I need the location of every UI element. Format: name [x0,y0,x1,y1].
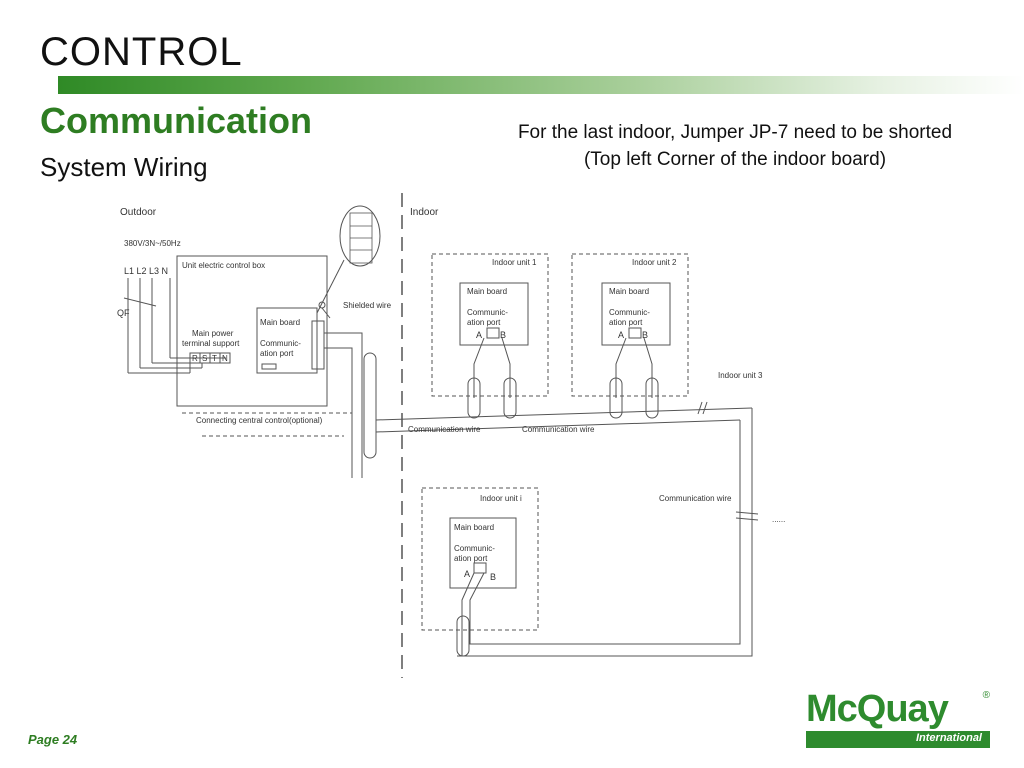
indoor-unit-i-outline [421,487,539,631]
indoor-unit-1-port [486,327,500,339]
terminal-n: N [222,354,228,363]
comm-wire-label-3: Communication wire [659,494,732,503]
indoor-unit-2-board-label: Main board [609,287,649,296]
indoor-unit-i-board-label: Main board [454,523,494,532]
terminal-t: T [212,354,217,363]
indoor-unit-2-port-line2: ation port [609,318,643,327]
breaker-switch [123,297,157,307]
outdoor-comm-terminal [311,320,325,370]
outdoor-board-connector [261,363,277,370]
title-underline-bar [58,76,1024,94]
outdoor-label: Outdoor [120,207,157,218]
outdoor-shield-sleeve [363,352,377,459]
logo-wordmark: McQuay [806,688,949,730]
indoor-unit-2-label: Indoor unit 2 [632,258,677,267]
page-number: Page 24 [28,732,78,747]
indoor-unit-2-main-board [601,282,671,346]
mcquay-logo: McQuay ® International [806,690,990,748]
indoor-unit-1-main-board [459,282,529,346]
indoor-unit-1-port-line1: Communic- [467,308,508,317]
indoor-unit-2-port-b: B [642,330,648,340]
outdoor-comm-port-line1: Communic- [260,339,301,348]
control-box-outline [176,255,328,407]
logo-band: International [806,731,990,748]
indoor-unit-2-port-line1: Communic- [609,308,650,317]
indoor-unit-1-port-line2: ation port [467,318,501,327]
jumper-note: For the last indoor, Jumper JP-7 need to… [517,122,953,170]
comm-wire-label-1: Communication wire [408,425,481,434]
indoor-unit-i-port [473,562,487,574]
control-box-label: Unit electric control box [182,261,265,270]
indoor-unit-i-port-line2: ation port [454,554,488,563]
terminal-r: R [192,354,198,363]
main-power-label-line2: terminal support [182,339,240,348]
power-spec-label: 380V/3N~/50Hz [124,239,181,248]
comm-wire-label-2: Communication wire [522,425,595,434]
indoor-unit-i-port-line1: Communic- [454,544,495,553]
indoor-unit-1-board-label: Main board [467,287,507,296]
outdoor-main-board [256,307,318,374]
shielded-wire-label: Shielded wire [343,301,392,310]
indoor-unit-1-port-b: B [500,330,506,340]
system-wiring-diagram: Outdoor Indoor 380V/3N~/50Hz L1 L2 L3 N … [112,188,822,688]
indoor-label: Indoor [410,207,439,218]
terminal-s: S [202,354,207,363]
indoor-unit-i-main-board [449,517,517,589]
indoor-unit-1-outline [431,253,549,397]
breaker-label: QF [117,308,130,318]
outdoor-main-board-label: Main board [260,318,300,327]
terminal-magnifier [339,205,381,267]
indoor-unit-i-port-a: A [464,569,470,579]
indoor-unit-2-port-a: A [618,330,624,340]
indoor-unit-2-port [628,327,642,339]
outdoor-comm-port-line2: ation port [260,349,294,358]
indoor-unit-i-label: Indoor unit i [480,494,522,503]
phases-label: L1 L2 L3 N [124,266,168,276]
diagram-background [112,188,822,688]
slide-title: CONTROL [40,30,243,74]
main-power-label-line1: Main power [192,329,234,338]
magnifier-terminal-strip [349,212,373,264]
indoor-unit-1-label: Indoor unit 1 [492,258,537,267]
indoor-unit-1-port-a: A [476,330,482,340]
indoor-unit-i-port-b: B [490,572,496,582]
logo-registered-mark: ® [982,690,990,701]
central-control-label: Connecting central control(optional) [196,416,323,425]
section-heading: System Wiring [40,152,208,182]
slide-subtitle: Communication [40,100,313,141]
more-units-ellipsis: ...... [772,515,785,524]
indoor-unit-2-outline [571,253,689,397]
logo-tagline: International [915,732,982,744]
indoor-unit-3-label: Indoor unit 3 [718,371,763,380]
